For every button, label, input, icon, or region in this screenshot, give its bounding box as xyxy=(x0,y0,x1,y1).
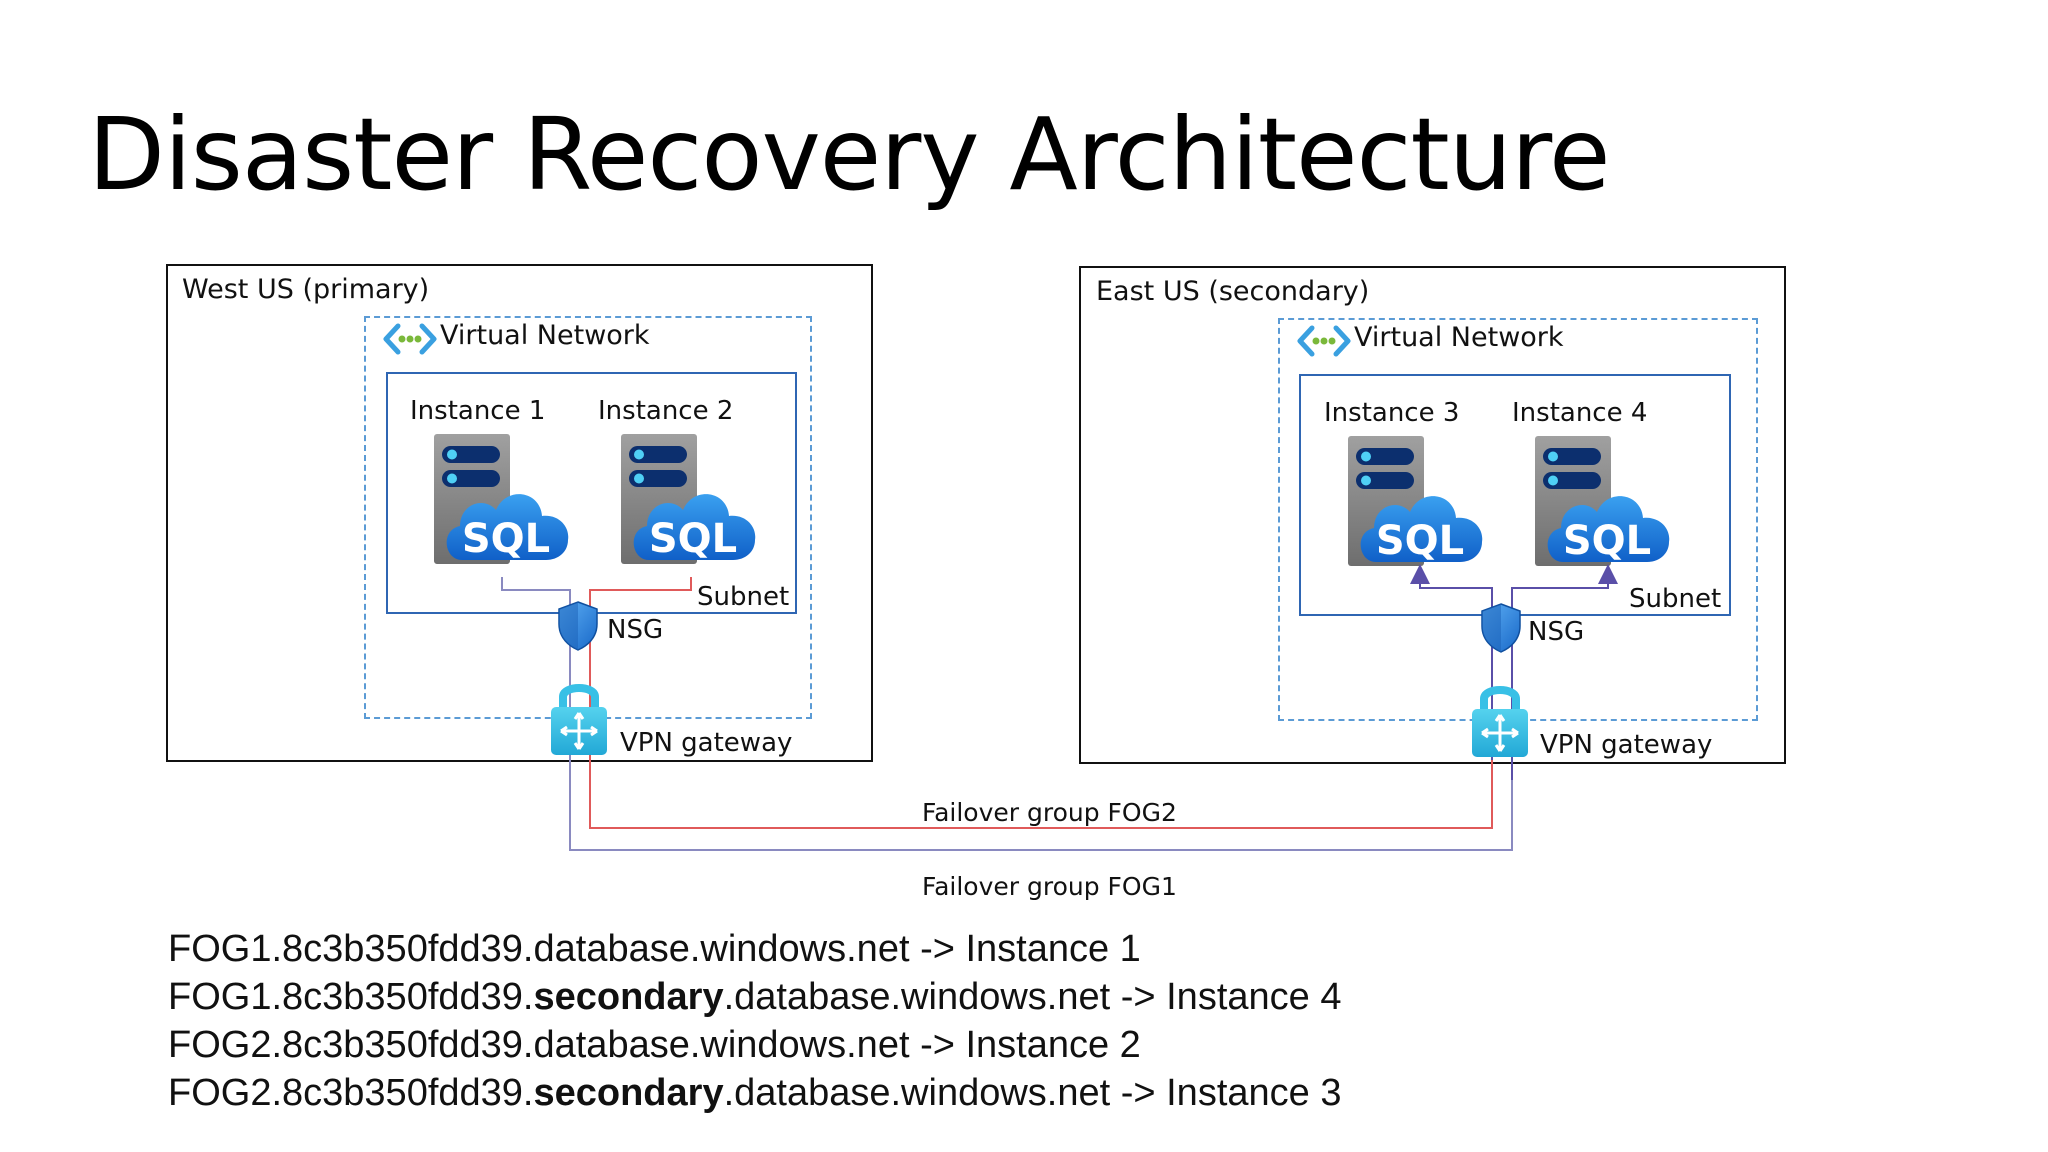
page-title: Disaster Recovery Architecture xyxy=(88,96,1611,213)
sql-server-icon: SQL xyxy=(1346,434,1486,574)
fog1-link-east xyxy=(1511,564,1618,780)
vpn-east-label: VPN gateway xyxy=(1540,730,1713,760)
nsg-west-label: NSG xyxy=(607,615,664,645)
nsg-east-label: NSG xyxy=(1528,617,1585,647)
failover-group-fog2-label: Failover group FOG2 xyxy=(922,798,1177,827)
fog2-link-east xyxy=(1410,564,1493,760)
fog2-link-west xyxy=(589,577,1493,829)
dns-mapping-row: FOG1.8c3b350fdd39.database.windows.net -… xyxy=(168,928,1141,970)
sql-server-icon: SQL xyxy=(619,432,759,572)
lock-icon xyxy=(1472,686,1528,757)
failover-group-fog1-label: Failover group FOG1 xyxy=(922,872,1177,901)
shield-icon xyxy=(558,601,598,651)
svg-text:SQL: SQL xyxy=(1376,518,1464,564)
svg-text:SQL: SQL xyxy=(1563,518,1651,564)
shield-icon xyxy=(1481,603,1521,653)
dns-mapping-row: FOG2.8c3b350fdd39.secondary.database.win… xyxy=(168,1072,1342,1114)
svg-text:SQL: SQL xyxy=(462,516,550,562)
region-west xyxy=(166,264,873,762)
dns-mapping-list: FOG1.8c3b350fdd39.database.windows.net -… xyxy=(168,925,1341,1117)
dns-mapping-row: FOG1.8c3b350fdd39.secondary.database.win… xyxy=(168,976,1342,1018)
vnet-west-label: Virtual Network xyxy=(440,320,650,351)
sql-server-icon: SQL xyxy=(432,432,572,572)
sql-server-icon: SQL xyxy=(1533,434,1673,574)
subnet-west-label: Subnet xyxy=(697,582,790,612)
svg-text:SQL: SQL xyxy=(649,516,737,562)
dns-mapping-row: FOG2.8c3b350fdd39.database.windows.net -… xyxy=(168,1024,1141,1066)
virtual-network-icon xyxy=(1297,325,1351,357)
vnet-east-label: Virtual Network xyxy=(1354,322,1564,353)
instance-2-label: Instance 2 xyxy=(598,396,734,426)
instance-4-label: Instance 4 xyxy=(1512,398,1648,428)
instance-1-label: Instance 1 xyxy=(410,396,546,426)
region-east xyxy=(1079,266,1786,764)
instance-3-label: Instance 3 xyxy=(1324,398,1460,428)
vpn-west-label: VPN gateway xyxy=(620,728,793,758)
lock-icon xyxy=(551,684,607,755)
region-west-label: West US (primary) xyxy=(182,274,430,305)
subnet-east-label: Subnet xyxy=(1629,584,1722,614)
region-east-label: East US (secondary) xyxy=(1096,276,1370,307)
virtual-network-icon xyxy=(383,323,437,355)
